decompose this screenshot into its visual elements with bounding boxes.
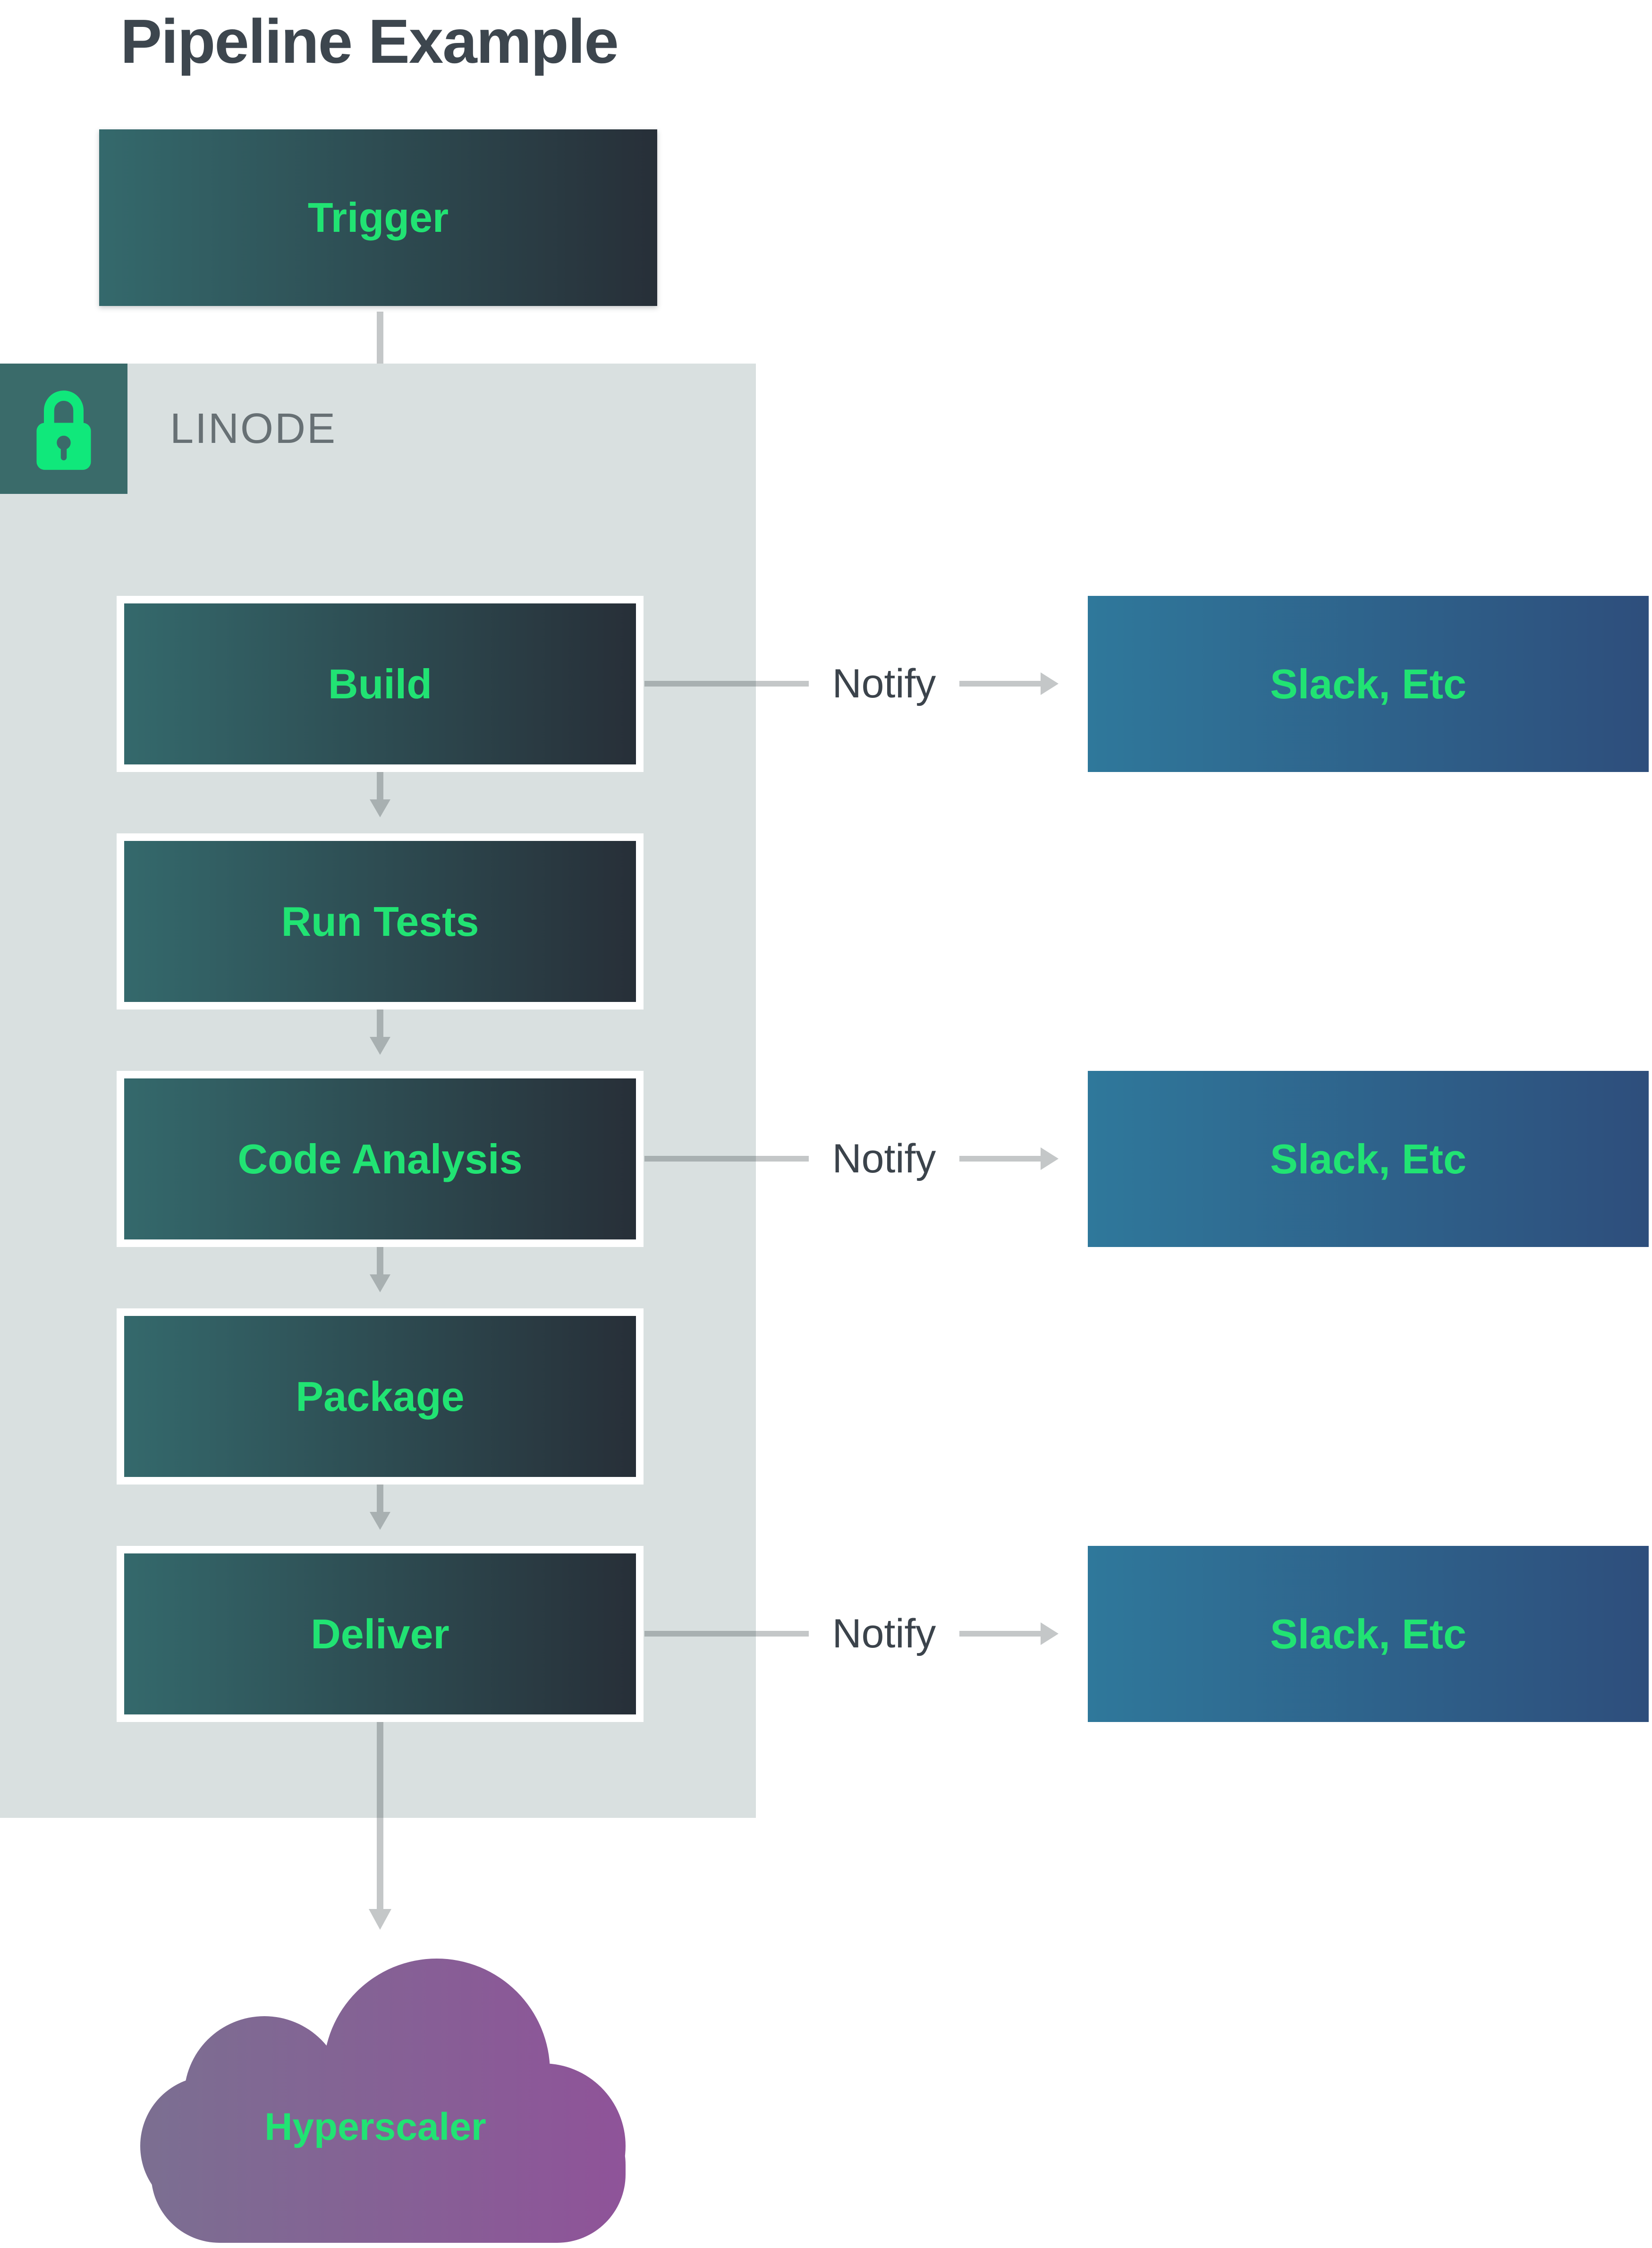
cloud-icon [140, 1959, 626, 2243]
stage-node-run-tests: Run Tests [117, 833, 644, 1009]
notify-target-label: Slack, Etc [1270, 1610, 1466, 1657]
trigger-node: Trigger [99, 129, 657, 306]
notify-target-node-codeanalysis: Slack, Etc [1088, 1071, 1649, 1247]
stage-node-deliver: Deliver [117, 1546, 644, 1722]
notify-target-label: Slack, Etc [1270, 660, 1466, 707]
linode-zone-label: LINODE [170, 405, 337, 452]
notify-arrowhead-deliver [1041, 1622, 1059, 1645]
notify-label-build: Notify [832, 661, 936, 706]
trigger-label: Trigger [307, 194, 449, 241]
notify-arrow-codeanalysis [959, 1156, 1041, 1162]
page-title: Pipeline Example [120, 7, 619, 76]
notify-arrow-build [959, 681, 1041, 687]
lock-icon [36, 390, 91, 470]
notify-line-build [644, 681, 809, 687]
arrowhead-deliver-to-hyperscaler [369, 1909, 391, 1930]
arrow-deliver-to-hyperscaler [377, 1722, 383, 1909]
arrowhead-package-to-deliver [370, 1512, 390, 1530]
notify-line-deliver [644, 1631, 809, 1637]
stage-node-code-analysis-surface: Code Analysis [124, 1078, 636, 1239]
hyperscaler-label: Hyperscaler [264, 2105, 486, 2148]
arrow-package-to-deliver [377, 1485, 383, 1512]
notify-arrow-deliver [959, 1631, 1041, 1637]
stage-label: Build [328, 660, 432, 707]
notify-label-deliver: Notify [832, 1611, 936, 1656]
notify-label-codeanalysis: Notify [832, 1136, 936, 1181]
stage-node-build: Build [117, 596, 644, 772]
stage-node-deliver-surface: Deliver [124, 1553, 636, 1714]
notify-target-node-build: Slack, Etc [1088, 596, 1649, 772]
stage-label: Package [296, 1373, 465, 1420]
stage-node-package: Package [117, 1308, 644, 1485]
stage-node-package-surface: Package [124, 1316, 636, 1477]
arrowhead-build-to-runtests [370, 799, 390, 817]
notify-arrowhead-codeanalysis [1041, 1147, 1059, 1170]
notify-arrowhead-build [1041, 672, 1059, 695]
arrowhead-codeanalysis-to-package [370, 1274, 390, 1292]
notify-line-codeanalysis [644, 1156, 809, 1162]
arrow-runtests-to-codeanalysis [377, 1009, 383, 1037]
notify-target-node-deliver: Slack, Etc [1088, 1546, 1649, 1722]
notify-target-label: Slack, Etc [1270, 1135, 1466, 1182]
stage-node-build-surface: Build [124, 603, 636, 764]
stage-label: Run Tests [281, 898, 479, 945]
arrow-codeanalysis-to-package [377, 1247, 383, 1274]
stage-node-code-analysis: Code Analysis [117, 1071, 644, 1247]
arrowhead-runtests-to-codeanalysis [370, 1037, 390, 1055]
stage-label: Deliver [311, 1610, 449, 1657]
stage-label: Code Analysis [237, 1135, 523, 1182]
stage-node-run-tests-surface: Run Tests [124, 841, 636, 1002]
lock-tile [0, 364, 127, 494]
arrow-build-to-runtests [377, 772, 383, 799]
hyperscaler-cloud-shape [140, 1959, 626, 2243]
